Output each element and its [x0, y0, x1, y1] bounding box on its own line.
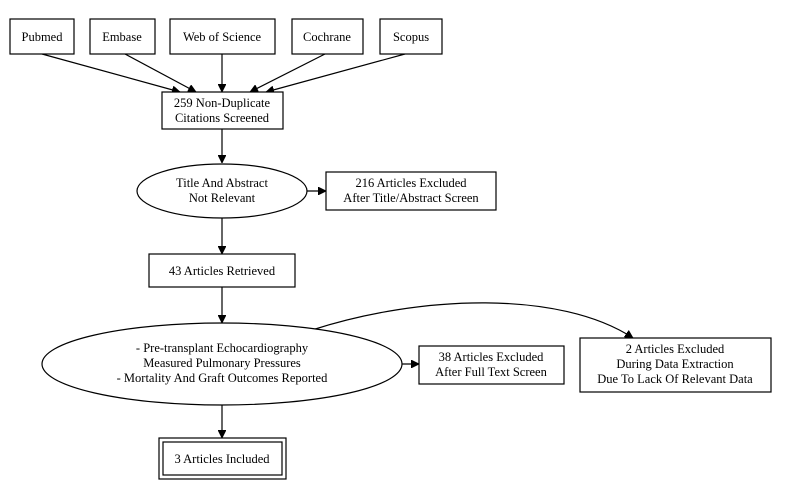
title-abstract-line1: Title And Abstract	[176, 176, 268, 190]
excluded-extraction-line2: During Data Extraction	[616, 357, 734, 371]
screened-line1: 259 Non-Duplicate	[174, 96, 271, 110]
edge-criteria-extraction	[311, 302, 633, 339]
source-scopus-label: Scopus	[393, 30, 429, 44]
title-abstract-ellipse: Title And Abstract Not Relevant	[136, 163, 308, 219]
excluded-title-line1: 216 Articles Excluded	[355, 176, 467, 190]
screened-box: 259 Non-Duplicate Citations Screened	[161, 91, 284, 130]
source-embase-label: Embase	[102, 30, 142, 44]
excluded-fulltext-line2: After Full Text Screen	[435, 365, 547, 379]
source-web-of-science: Web of Science	[169, 18, 276, 55]
excluded-extraction-line1: 2 Articles Excluded	[626, 342, 725, 356]
included-box: 3 Articles Included	[158, 437, 287, 480]
source-scopus: Scopus	[379, 18, 443, 55]
edge-embase-screened	[124, 53, 196, 93]
criteria-line1: - Pre-transplant Echocardiography	[136, 341, 309, 355]
criteria-ellipse: - Pre-transplant Echocardiography Measur…	[41, 322, 403, 406]
excluded-fulltext-line1: 38 Articles Excluded	[439, 350, 545, 364]
excluded-extraction-box: 2 Articles Excluded During Data Extracti…	[579, 337, 772, 393]
edge-pubmed-screened	[41, 53, 180, 92]
edge-scopus-screened	[266, 53, 406, 92]
excluded-extraction-line3: Due To Lack Of Relevant Data	[597, 372, 753, 386]
title-abstract-line2: Not Relevant	[189, 191, 256, 205]
excluded-fulltext-box: 38 Articles Excluded After Full Text Scr…	[418, 345, 565, 385]
source-embase: Embase	[89, 18, 156, 55]
edges	[41, 53, 633, 438]
screened-line2: Citations Screened	[175, 111, 270, 125]
source-pubmed-label: Pubmed	[22, 30, 64, 44]
source-cochrane-label: Cochrane	[303, 30, 351, 44]
excluded-title-box: 216 Articles Excluded After Title/Abstra…	[325, 171, 497, 211]
retrieved-box: 43 Articles Retrieved	[148, 253, 296, 288]
retrieved-line1: 43 Articles Retrieved	[169, 264, 276, 278]
criteria-line2: Measured Pulmonary Pressures	[143, 356, 301, 370]
included-line1: 3 Articles Included	[174, 452, 270, 466]
source-pubmed: Pubmed	[9, 18, 75, 55]
criteria-line3: - Mortality And Graft Outcomes Reported	[117, 371, 328, 385]
edge-cochrane-screened	[250, 53, 326, 93]
source-cochrane: Cochrane	[291, 18, 364, 55]
source-wos-label: Web of Science	[183, 30, 262, 44]
excluded-title-line2: After Title/Abstract Screen	[343, 191, 479, 205]
